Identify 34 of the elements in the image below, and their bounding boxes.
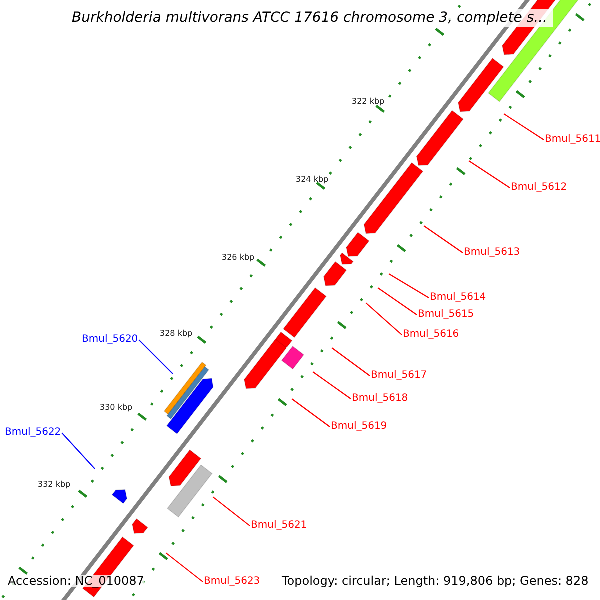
gene-label: Bmul_5618: [352, 394, 408, 404]
leader-line: [378, 288, 418, 316]
topology-text: Topology: circular; Length: 919,806 bp; Genes: 828: [282, 575, 589, 587]
leader-line: [332, 348, 370, 376]
tick-label: 328 kbp: [160, 330, 193, 338]
leader-line: [366, 302, 402, 336]
leader-line: [468, 160, 510, 188]
gene-label: Bmul_5612: [511, 183, 568, 193]
gene-label: Bmul_5623: [204, 577, 260, 587]
gene-label: Bmul_5615: [418, 310, 474, 320]
leader-line: [62, 432, 96, 470]
tick-label: 324 kbp: [296, 176, 329, 184]
leader-line: [388, 274, 430, 298]
gene-label: Bmul_5621: [251, 521, 308, 531]
tick-label: 322 kbp: [352, 98, 385, 106]
leader-line: [312, 372, 352, 400]
leader-line: [138, 340, 174, 374]
gene-label: Bmul_5620: [82, 335, 138, 345]
gene-label: Bmul_5611: [545, 135, 600, 145]
leader-line: [504, 114, 544, 140]
leader-line: [212, 496, 250, 526]
gene-label: Bmul_5617: [371, 371, 428, 381]
tick-label: 330 kbp: [100, 404, 133, 412]
accession-text: Accession: NC_010087: [8, 575, 144, 587]
leader-line: [292, 398, 330, 428]
gene-label: Bmul_5614: [430, 293, 486, 303]
gene-label: Bmul_5613: [464, 248, 520, 258]
gene-label: Bmul_5619: [331, 422, 388, 432]
tick-label: 332 kbp: [38, 481, 71, 489]
tick-label: 326 kbp: [222, 254, 255, 262]
leader-line: [424, 226, 464, 254]
gene-label: Bmul_5616: [403, 330, 460, 340]
gene-label: Bmul_5622: [5, 428, 62, 438]
leader-line: [166, 552, 204, 582]
